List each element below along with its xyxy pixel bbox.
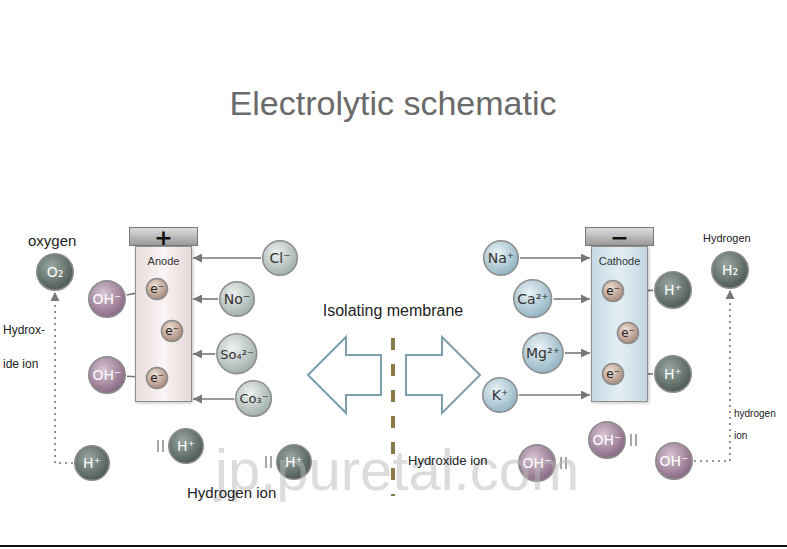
ion-symbol: Co₃⁻ bbox=[239, 391, 268, 406]
ion-label: hydrogen ion bbox=[734, 403, 782, 447]
ion-circle: Na⁺ bbox=[483, 240, 519, 276]
ion-symbol: Mg²⁺ bbox=[526, 345, 560, 361]
ion-circle: H⁺ bbox=[654, 271, 692, 309]
diagram-title: Electrolytic schematic bbox=[230, 84, 557, 123]
electron: e⁻ bbox=[617, 322, 639, 344]
anode-electrode: +Anodee⁻e⁻e⁻ bbox=[135, 246, 192, 402]
flow-path bbox=[694, 290, 730, 461]
ion-symbol: K⁺ bbox=[492, 387, 509, 403]
ion-symbol: No⁻ bbox=[224, 291, 250, 307]
electron: e⁻ bbox=[146, 367, 168, 389]
cathode-electrode: −Cathodee⁻e⁻e⁻ bbox=[591, 246, 648, 402]
gas-molecule: O₂ bbox=[36, 253, 74, 291]
ion-circle: H⁺ bbox=[74, 445, 110, 481]
ion-circle: OH⁻ bbox=[655, 442, 693, 480]
flow-path bbox=[55, 292, 73, 463]
ion-circle: OH⁻ bbox=[588, 421, 626, 459]
ion-arrow bbox=[193, 257, 261, 259]
ion-symbol: OH⁻ bbox=[660, 453, 689, 469]
ion-arrow bbox=[565, 352, 590, 354]
ion-symbol: H⁺ bbox=[664, 366, 682, 382]
ion-symbol: e⁻ bbox=[606, 367, 620, 381]
ion-symbol: e⁻ bbox=[606, 284, 620, 298]
ion-label: Hydroxide ion bbox=[408, 453, 488, 468]
ion-symbol: H⁺ bbox=[285, 454, 303, 470]
ion-circle: Cl⁻ bbox=[262, 240, 298, 276]
ion-arrow bbox=[520, 257, 590, 259]
ion-symbol: O₂ bbox=[47, 264, 64, 280]
ion-symbol: OH⁻ bbox=[523, 455, 552, 471]
polarity-cap: − bbox=[585, 227, 654, 246]
ion-arrow bbox=[554, 298, 590, 300]
electron: e⁻ bbox=[602, 363, 624, 385]
ion-symbol: OH⁻ bbox=[593, 432, 622, 448]
ion-circle: OH⁻ bbox=[88, 356, 126, 394]
ion-circle: K⁺ bbox=[482, 377, 518, 413]
ion-arrow bbox=[193, 298, 218, 300]
membrane-line bbox=[391, 338, 395, 496]
ion-arrow bbox=[193, 353, 215, 355]
ion-circle: So₄²⁻ bbox=[216, 333, 258, 375]
ion-circle: H⁺ bbox=[654, 355, 692, 393]
ion-symbol: OH⁻ bbox=[93, 367, 122, 383]
electrode-name: Cathode bbox=[592, 255, 647, 267]
ion-symbol: Cl⁻ bbox=[269, 250, 290, 266]
ion-symbol: OH⁻ bbox=[93, 291, 122, 307]
ion-circle: No⁻ bbox=[219, 281, 255, 317]
flow-arrow bbox=[406, 337, 480, 413]
ion-circle: OH⁻ bbox=[88, 280, 126, 318]
gas-label: oxygen bbox=[28, 232, 76, 249]
ion-symbol: H⁺ bbox=[177, 438, 195, 454]
ion-circle: Ca²⁺ bbox=[513, 279, 552, 318]
ion-arrow bbox=[193, 398, 234, 400]
electrode-name: Anode bbox=[136, 255, 191, 267]
electron: e⁻ bbox=[602, 280, 624, 302]
flow-arrow bbox=[308, 337, 381, 413]
gas-molecule: H₂ bbox=[711, 251, 749, 289]
membrane-label: Isolating membrane bbox=[323, 302, 464, 320]
gas-label: Hydrogen bbox=[703, 232, 751, 244]
ion-circle: H⁺ bbox=[168, 428, 204, 464]
ion-circle: Mg²⁺ bbox=[522, 332, 564, 374]
ion-symbol: So₄²⁻ bbox=[220, 347, 254, 362]
ion-symbol: e⁻ bbox=[150, 282, 164, 296]
electron: e⁻ bbox=[161, 320, 183, 342]
electron: e⁻ bbox=[146, 278, 168, 300]
ion-symbol: e⁻ bbox=[165, 324, 179, 338]
ion-arrow bbox=[519, 394, 590, 396]
ion-symbol: H₂ bbox=[722, 262, 738, 278]
ion-symbol: H⁺ bbox=[664, 282, 682, 298]
ion-circle: H⁺ bbox=[276, 444, 312, 480]
ion-circle: OH⁻ bbox=[518, 444, 556, 482]
ion-label: Hydrogen ion bbox=[187, 484, 276, 501]
ion-label: Hydrox- ide ion bbox=[3, 313, 53, 381]
ion-symbol: Na⁺ bbox=[488, 250, 514, 266]
polarity-cap: + bbox=[129, 227, 198, 246]
ion-symbol: e⁻ bbox=[150, 371, 164, 385]
ion-circle: Co₃⁻ bbox=[235, 380, 272, 417]
motion-marks bbox=[158, 434, 636, 469]
bottom-rule bbox=[0, 545, 787, 547]
ion-symbol: Ca²⁺ bbox=[517, 291, 548, 307]
ion-symbol: H⁺ bbox=[83, 455, 101, 471]
ion-symbol: e⁻ bbox=[621, 326, 635, 340]
